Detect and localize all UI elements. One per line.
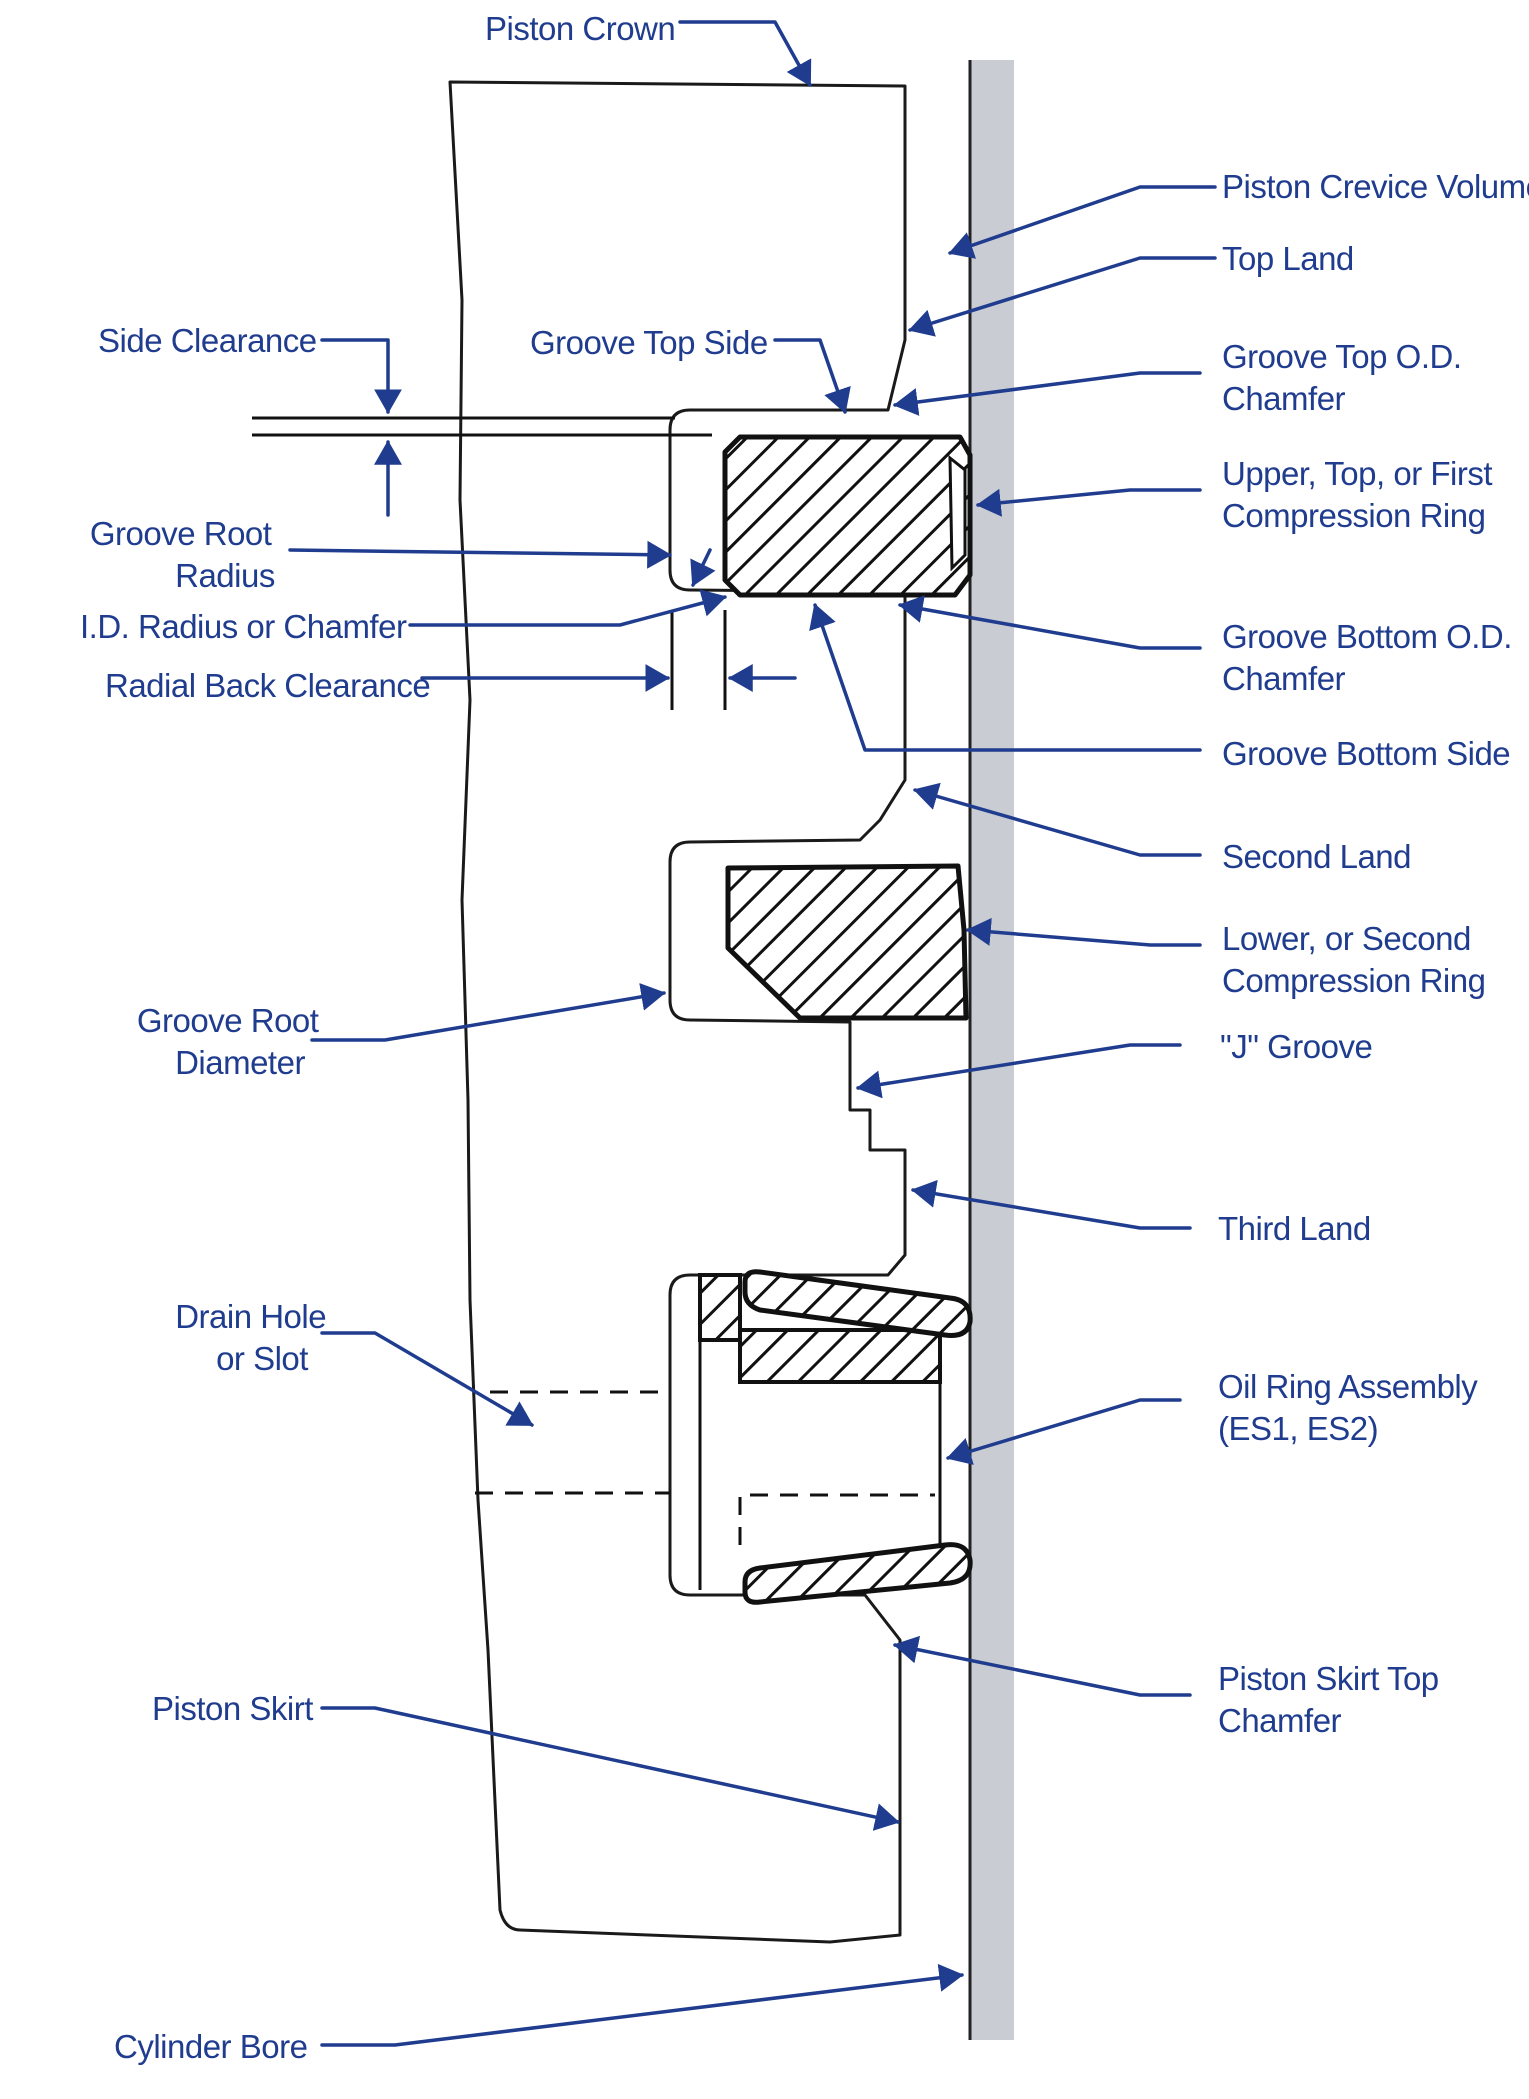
label-piston-crown: Piston Crown bbox=[485, 10, 675, 47]
leader-second-land bbox=[913, 782, 1202, 857]
leader-groove-top-side bbox=[773, 338, 851, 414]
label-groove-top-od-chamfer: Groove Top O.D. Chamfer bbox=[1222, 338, 1470, 417]
label-j-groove: "J" Groove bbox=[1220, 1028, 1372, 1065]
leader-piston-skirt-top-chamfer bbox=[893, 1635, 1192, 1697]
label-third-land: Third Land bbox=[1218, 1210, 1371, 1247]
label-groove-top-side: Groove Top Side bbox=[530, 324, 768, 361]
leader-third-land bbox=[911, 1179, 1192, 1230]
oil-ring-expander-left bbox=[698, 1273, 742, 1342]
label-groove-bottom-side: Groove Bottom Side bbox=[1222, 735, 1510, 772]
label-upper-top-first-ring: Upper, Top, or First Compression Ring bbox=[1222, 455, 1501, 534]
oil-ring-lower-rail bbox=[742, 1542, 973, 1605]
leader-groove-bottom-side bbox=[809, 603, 1202, 752]
top-ring-face bbox=[948, 454, 967, 572]
leader-piston-crown bbox=[678, 20, 812, 87]
second-compression-ring bbox=[725, 863, 969, 1021]
top-compression-ring bbox=[722, 434, 973, 598]
label-oil-ring-assembly: Oil Ring Assembly (ES1, ES2) bbox=[1218, 1368, 1486, 1447]
leader-id-radius bbox=[408, 589, 727, 627]
label-piston-skirt-top-chamfer: Piston Skirt Top Chamfer bbox=[1218, 1660, 1447, 1739]
leader-top-ring bbox=[976, 488, 1202, 517]
leader-piston-skirt bbox=[320, 1706, 900, 1831]
piston-body-outline bbox=[448, 80, 907, 1944]
label-drain-hole: Drain Hole or Slot bbox=[175, 1298, 335, 1377]
leader-oil-ring bbox=[946, 1398, 1182, 1465]
label-radial-back-clearance: Radial Back Clearance bbox=[105, 667, 430, 704]
leader-groove-root-radius bbox=[288, 540, 672, 569]
leader-piston-crevice-volume bbox=[948, 185, 1217, 259]
leader-j-groove bbox=[856, 1043, 1182, 1099]
label-cylinder-bore: Cylinder Bore bbox=[114, 2028, 307, 2065]
label-groove-root-radius: Groove Root Radius bbox=[90, 515, 280, 594]
leader-drain-hole bbox=[320, 1331, 534, 1427]
label-piston-skirt: Piston Skirt bbox=[152, 1690, 313, 1727]
label-lower-second-ring: Lower, or Second Compression Ring bbox=[1222, 920, 1485, 999]
oil-ring-expander-mid bbox=[738, 1328, 942, 1384]
leader-groove-bottom-od-chamfer bbox=[898, 595, 1202, 650]
label-side-clearance: Side Clearance bbox=[98, 322, 317, 359]
label-groove-bottom-od-chamfer: Groove Bottom O.D. Chamfer bbox=[1222, 618, 1521, 697]
leader-groove-top-od-chamfer bbox=[893, 371, 1202, 416]
label-top-land: Top Land bbox=[1222, 240, 1354, 277]
oil-ring-upper-rail bbox=[742, 1269, 973, 1338]
label-groove-root-diameter: Groove Root Diameter bbox=[137, 1002, 327, 1081]
label-id-radius-chamfer: I.D. Radius or Chamfer bbox=[80, 608, 407, 645]
label-second-land: Second Land bbox=[1222, 838, 1411, 875]
leader-groove-root-diameter bbox=[310, 982, 666, 1042]
leader-groove-root-radius-arrow bbox=[690, 548, 716, 587]
oil-ring-gap-line bbox=[738, 1493, 935, 1545]
leader-top-land bbox=[908, 256, 1217, 337]
label-piston-crevice-volume: Piston Crevice Volume bbox=[1222, 168, 1529, 205]
leader-second-ring bbox=[966, 917, 1202, 947]
leader-cylinder-bore bbox=[320, 1963, 964, 2047]
leader-side-clearance-top bbox=[320, 338, 402, 414]
cylinder-wall bbox=[970, 60, 1014, 2040]
